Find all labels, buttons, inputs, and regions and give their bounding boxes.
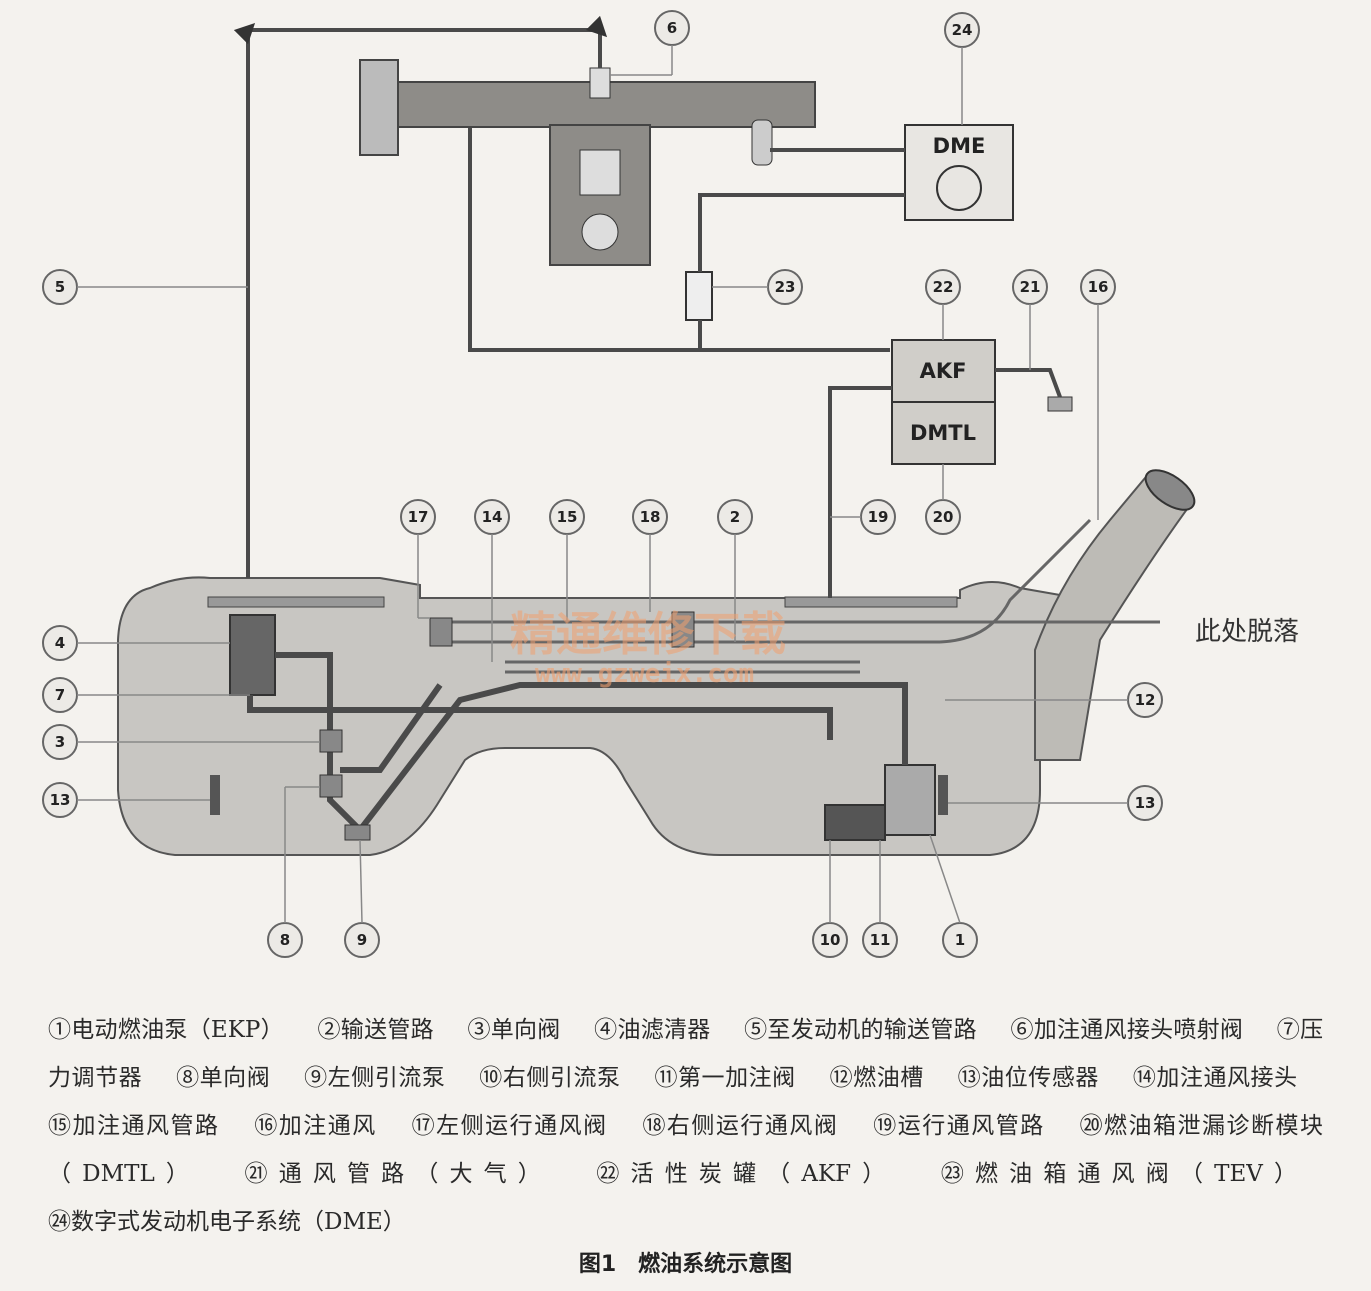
legend-item: ⑬油位传感器	[957, 1065, 1099, 1091]
legend-item: ③单向阀	[467, 1017, 561, 1043]
right-vent-valve	[671, 611, 695, 648]
vent-filter-21	[1047, 396, 1073, 412]
fuel-level-sensor-right	[938, 775, 948, 815]
callout-17: 17	[408, 508, 429, 526]
callout-9: 9	[357, 931, 367, 949]
callout-2: 2	[730, 508, 740, 526]
callout-14: 14	[482, 508, 503, 526]
piston	[579, 149, 621, 196]
external-lines	[233, 15, 1062, 598]
callouts	[42, 10, 1163, 958]
callout-numbers: 6 24 5 23 22 21 16 19 20 17 14 15 18 2 4…	[50, 19, 1156, 949]
watermark-cn: 精通维修下载	[510, 607, 786, 661]
watermark-url: www.gzweix.com	[535, 659, 754, 689]
filler-neck	[1034, 476, 1192, 761]
legend-item: ⑰左侧运行通风阀	[411, 1113, 608, 1139]
callout-21: 21	[1020, 278, 1041, 296]
legend-item: ⑦压力调节器	[48, 1017, 1324, 1091]
akf-label: AKF	[920, 359, 967, 383]
air-filter	[359, 59, 399, 156]
legend-item: ⑥加注通风接头喷射阀	[1010, 1017, 1244, 1043]
callout-24: 24	[952, 21, 973, 39]
callout-11: 11	[870, 931, 891, 949]
crankshaft	[581, 213, 619, 251]
fuel-system-diagram: DME AKF DMTL	[42, 10, 1299, 958]
legend-item: ⑯加注通风	[254, 1113, 377, 1139]
callout-15: 15	[557, 508, 578, 526]
callout-19: 19	[868, 508, 889, 526]
check-valve-3	[319, 729, 343, 753]
callout-3: 3	[55, 733, 65, 751]
check-valve-8	[319, 774, 343, 798]
fuel-tank	[117, 576, 1087, 856]
right-jet-pump	[824, 804, 886, 841]
legend-item: ㉑通风管路（大气）	[244, 1161, 552, 1187]
callout-1: 1	[955, 931, 965, 949]
right-flange	[784, 596, 958, 608]
legend-item: ⑪第一加注阀	[654, 1065, 796, 1091]
legend-item: ⑱右侧运行通风阀	[642, 1113, 839, 1139]
dmtl-box	[891, 401, 996, 465]
legend-item: ㉔数字式发动机电子系统（DME）	[48, 1209, 406, 1235]
dme-box	[904, 124, 1014, 221]
callout-13-right: 13	[1135, 794, 1156, 812]
legend-item: ②输送管路	[317, 1017, 434, 1043]
callout-7: 7	[55, 686, 65, 704]
callout-13-left: 13	[50, 791, 71, 809]
dmtl-label: DMTL	[910, 421, 976, 445]
sensor-plug	[751, 119, 773, 166]
injector-6	[589, 67, 611, 99]
internal-pipes	[247, 652, 908, 833]
left-jet-pump	[344, 824, 371, 841]
callout-4: 4	[55, 634, 65, 652]
legend-item: ⑲运行通风管路	[873, 1113, 1045, 1139]
legend-item: ⑭加注通风接头	[1132, 1065, 1298, 1091]
legend-item: ⑫燃油槽	[829, 1065, 924, 1091]
transistor-icon	[936, 165, 982, 211]
legend-item: ⑳燃油箱泄漏诊断模块（DMTL）	[48, 1113, 1324, 1187]
callout-16: 16	[1088, 278, 1109, 296]
fuel-filter	[229, 614, 276, 696]
callout-10: 10	[820, 931, 841, 949]
legend-item: ⑮加注通风管路	[48, 1113, 220, 1139]
legend-item: ⑤至发动机的输送管路	[744, 1017, 977, 1043]
callout-8: 8	[280, 931, 290, 949]
legend-item: ㉒活性炭罐（AKF）	[596, 1161, 897, 1187]
legend-item: ⑨左侧引流泵	[304, 1065, 446, 1091]
left-vent-valve	[429, 617, 453, 647]
tev-valve	[685, 271, 713, 321]
filler-cap	[1144, 469, 1196, 511]
fuel-level-sensor-left	[210, 775, 220, 815]
electric-fuel-pump	[884, 764, 936, 836]
legend-item: ⑩右侧引流泵	[479, 1065, 621, 1091]
callout-6: 6	[667, 19, 677, 37]
detached-note: 此处脱落	[1195, 617, 1299, 647]
left-flange	[207, 596, 385, 608]
legend: ①电动燃油泵（EKP） ②输送管路 ③单向阀 ④油滤清器 ⑤至发动机的输送管路 …	[48, 1006, 1323, 1246]
legend-item: ⑧单向阀	[176, 1065, 271, 1091]
callout-5: 5	[55, 278, 65, 296]
leader-lines	[77, 45, 1128, 924]
figure-caption: 图1 燃油系统示意图	[578, 1252, 793, 1277]
legend-item: ①电动燃油泵（EKP）	[48, 1017, 284, 1043]
callout-23: 23	[775, 278, 796, 296]
dme-label: DME	[933, 134, 986, 158]
legend-item: ㉓燃油箱通风阀（TEV）	[940, 1161, 1298, 1187]
callout-12: 12	[1135, 691, 1156, 709]
callout-20: 20	[933, 508, 954, 526]
legend-item: ④油滤清器	[594, 1017, 711, 1043]
callout-18: 18	[640, 508, 661, 526]
callout-22: 22	[933, 278, 954, 296]
